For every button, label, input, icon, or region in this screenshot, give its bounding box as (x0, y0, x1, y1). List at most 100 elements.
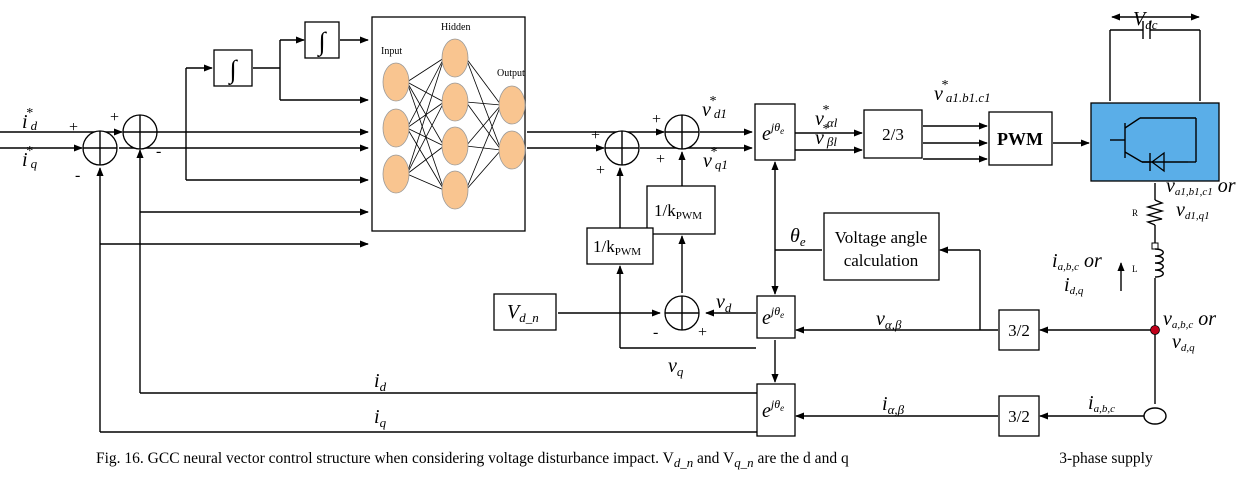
nn-neuron (498, 85, 526, 125)
minus-sign: - (156, 143, 161, 160)
three-two-transform-lower: 3/2 (998, 395, 1040, 437)
nn-connection (406, 145, 445, 175)
hidden-layer-label: Hidden (441, 22, 470, 33)
figure-caption: Fig. 16. GCC neural vector control struc… (96, 450, 849, 471)
nn-neuron (441, 38, 469, 78)
sum-junction-vd (664, 295, 700, 331)
svg-text:Vd_n: Vd_n (507, 301, 539, 325)
sign-labels: + - + - + + + + - + (69, 109, 707, 341)
svg-text:∫: ∫ (227, 55, 238, 85)
nn-connection (465, 57, 502, 106)
nn-connection (406, 81, 445, 103)
nn-connection (406, 57, 445, 175)
svg-text:vd,q: vd,q (1172, 331, 1195, 354)
output-layer-label: Output (497, 68, 525, 79)
sum-junction-id (122, 114, 158, 150)
plus-sign: + (110, 109, 119, 126)
nn-connections (406, 57, 502, 191)
two-three-transform-block: 2/3 (863, 109, 923, 159)
nn-neuron (382, 62, 410, 102)
pcc-node (1150, 325, 1160, 335)
nn-neurons (382, 38, 526, 210)
input-layer-label: Input (381, 46, 402, 57)
nn-neuron (498, 130, 526, 170)
nn-connection (465, 104, 502, 191)
kpwm-block-upper: 1/kPWM (646, 185, 716, 235)
nn-connection (406, 127, 445, 147)
svg-text:v*a1.b1.c1: v*a1.b1.c1 (934, 78, 991, 105)
summing-junctions (82, 114, 700, 331)
svg-text:θe: θe (790, 225, 806, 249)
svg-text:v*αl: v*αl (815, 103, 838, 130)
plus-sign: + (591, 127, 600, 144)
signal-labels: i*d i*q v*d1 v*q1 v*αl v*βl v*a1.b1.c1 V… (22, 8, 1236, 430)
signal-wires (0, 13, 1201, 433)
nn-connection (465, 149, 502, 191)
svg-text:∫: ∫ (316, 27, 327, 57)
inductor-symbol: L (1132, 248, 1164, 278)
svg-text:Voltage angle: Voltage angle (835, 228, 928, 247)
nn-connection (465, 104, 502, 147)
svg-text:vd1,q1: vd1,q1 (1176, 199, 1210, 222)
three-two-transform-upper: 3/2 (998, 309, 1040, 351)
kpwm-block-lower: 1/kPWM (586, 227, 654, 265)
svg-text:iq: iq (374, 406, 387, 430)
svg-text:3/2: 3/2 (1008, 321, 1030, 340)
svg-text:1/kPWM: 1/kPWM (593, 237, 641, 258)
nn-connection (406, 57, 445, 83)
plus-sign: + (698, 324, 707, 341)
nn-neuron (441, 82, 469, 122)
integrator-block-1: ∫ (213, 49, 253, 87)
svg-text:v*d1: v*d1 (702, 94, 727, 121)
park-transform-middle: ejθe (756, 295, 796, 339)
nn-neuron (382, 154, 410, 194)
current-sensor (1143, 407, 1167, 425)
svg-text:id,q: id,q (1064, 274, 1084, 297)
plus-sign: + (656, 151, 665, 168)
svg-text:3/2: 3/2 (1008, 407, 1030, 426)
vdn-setpoint-block: Vd_n (493, 293, 557, 331)
svg-text:iα,β: iα,β (882, 393, 905, 417)
voltage-angle-calculation-block: Voltage angle calculation (823, 212, 940, 281)
svg-text:ejθe: ejθe (762, 397, 784, 422)
supply-label: 3-phase supply (1059, 450, 1153, 467)
park-transform-upper: ejθe (754, 103, 796, 161)
sum-junction-iq (82, 130, 118, 166)
svg-text:PWM: PWM (997, 129, 1043, 149)
svg-text:2/3: 2/3 (882, 125, 904, 144)
svg-text:vd: vd (716, 291, 732, 315)
nn-connection (465, 57, 502, 151)
svg-text:va,b,c or: va,b,c or (1163, 308, 1216, 331)
pwm-block: PWM (988, 111, 1053, 166)
nn-connection (465, 101, 502, 106)
neural-network-block: Input Hidden Output (371, 16, 526, 232)
sum-junction-vq1 (604, 130, 640, 166)
nn-neuron (441, 170, 469, 210)
park-transform-lower: ejθe (756, 383, 796, 437)
svg-text:Vdc: Vdc (1133, 8, 1158, 32)
resistor-symbol: R (1132, 199, 1165, 226)
svg-text:L: L (1132, 264, 1138, 274)
inverter-block (1090, 102, 1220, 182)
svg-text:vα,β: vα,β (876, 308, 902, 332)
svg-text:i*d: i*d (22, 106, 38, 133)
nn-neuron (382, 108, 410, 148)
svg-text:ejθe: ejθe (762, 120, 784, 145)
nn-connection (406, 81, 445, 147)
svg-text:ejθe: ejθe (762, 304, 784, 329)
svg-text:1/kPWM: 1/kPWM (654, 201, 702, 222)
svg-text:id: id (374, 370, 387, 394)
svg-text:v*βl: v*βl (815, 122, 837, 149)
nn-connection (406, 57, 445, 129)
plus-sign: + (652, 111, 661, 128)
nn-connection (406, 81, 445, 191)
integrator-block-2: ∫ (304, 21, 340, 59)
plus-sign: + (69, 119, 78, 136)
svg-text:R: R (1132, 208, 1138, 218)
minus-sign: - (75, 167, 80, 184)
svg-text:va1,b1,c1 or: va1,b1,c1 or (1166, 175, 1236, 198)
nn-neuron (441, 126, 469, 166)
svg-text:calculation: calculation (844, 251, 919, 270)
svg-text:ia,b,c or: ia,b,c or (1052, 250, 1102, 273)
svg-text:v*q1: v*q1 (703, 145, 728, 172)
